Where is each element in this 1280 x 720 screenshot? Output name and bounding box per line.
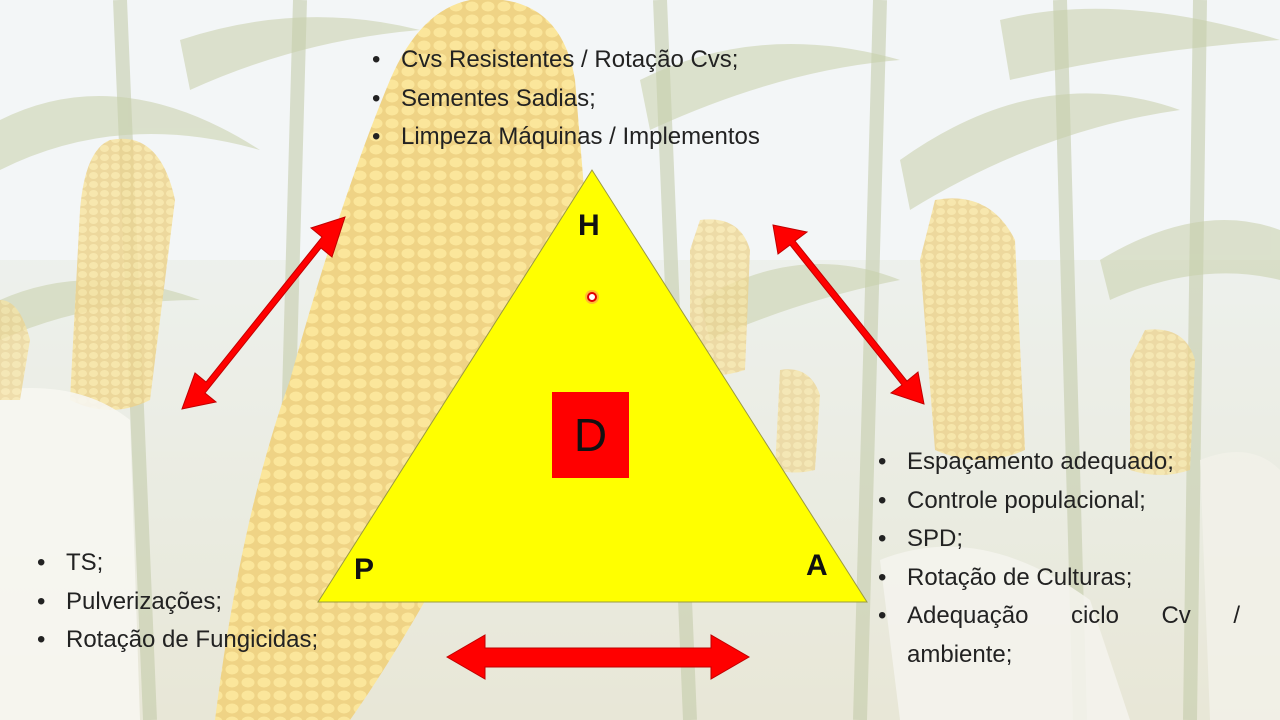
list-item: TS; [34,544,318,583]
laser-pointer-dot-icon [587,292,597,302]
double-headed-arrow-icon [446,634,750,680]
disease-center-label: D [573,409,608,461]
list-item: Rotação de Culturas; [875,559,1240,598]
disease-center-box: D [552,392,629,478]
vertex-label-environment: A [806,549,828,582]
list-item: Pulverizações; [34,583,318,622]
list-item: Limpeza Máquinas / Implementos [369,118,760,157]
disease-triangle [317,169,868,603]
list-item-line: Adequação ciclo Cv / [907,602,1240,629]
environment-measures-list: Espaçamento adequado; Controle populacio… [875,443,1240,674]
vertex-label-host: H [578,209,600,242]
pathogen-measures-list: TS; Pulverizações; Rotação de Fungicidas… [34,544,318,660]
list-item: Rotação de Fungicidas; [34,621,318,660]
list-item-line: ambiente; [907,640,1013,668]
host-measures-list: Cvs Resistentes / Rotação Cvs; Sementes … [369,41,760,157]
list-item: SPD; [875,520,1240,559]
list-item: Espaçamento adequado; [875,443,1240,482]
double-headed-arrow-icon [181,216,346,410]
list-item: Cvs Resistentes / Rotação Cvs; [369,41,760,80]
list-item: Adequação ciclo Cv / ambiente; [875,597,1240,674]
list-item: Sementes Sadias; [369,80,760,119]
list-item: Controle populacional; [875,482,1240,521]
vertex-label-pathogen: P [354,553,375,586]
double-headed-arrow-icon [772,224,925,405]
